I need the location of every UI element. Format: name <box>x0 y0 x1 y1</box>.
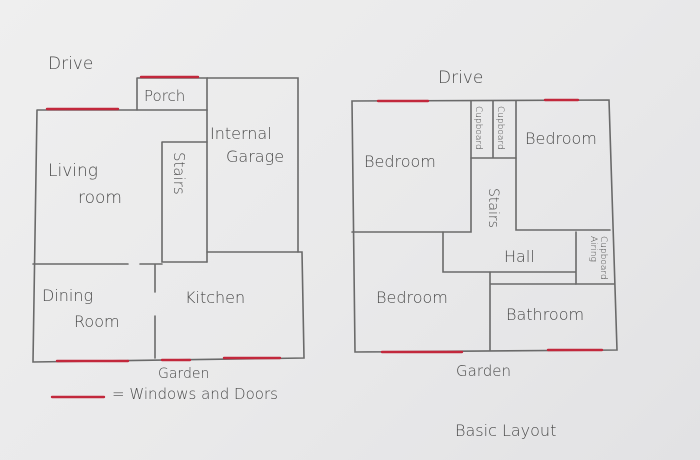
gf-living-label-1: Living <box>48 161 98 181</box>
ground-floor-plan: Drive Porch Internal Garage Stairs Livin… <box>32 54 305 382</box>
gf-garage-walls <box>206 77 299 263</box>
ff-cupboard-walls <box>470 100 517 159</box>
ff-bedroom-bottom-label: Bedroom <box>376 288 448 307</box>
legend: = Windows and Doors <box>50 385 278 403</box>
gf-kitchen-label: Kitchen <box>185 288 245 307</box>
ff-bedroom-left-walls <box>351 100 472 233</box>
gf-living-label-2: room <box>78 188 122 208</box>
gf-garage-label-1: Internal <box>210 124 272 143</box>
gf-inner-walls <box>32 263 163 359</box>
ff-airing-label-2: Cupboard <box>598 236 608 280</box>
ff-bedroom-left-label: Bedroom <box>364 152 436 171</box>
ff-bedroom-right-label: Bedroom <box>525 129 597 148</box>
ff-bathroom-walls <box>489 271 577 351</box>
gf-dining-label-2: Room <box>74 312 120 331</box>
ff-stairs-label: Stairs <box>485 188 501 228</box>
gf-garage-label-2: Garage <box>226 147 284 166</box>
gf-garden-label: Garden <box>158 366 209 382</box>
ff-cupboard-1-label: Cupboard <box>473 106 483 150</box>
ff-hall-label: Hall <box>504 247 535 266</box>
first-floor-plan: Drive Bedroom Cupboard Cupboard Bedroom … <box>351 68 618 380</box>
gf-stairs-walls <box>161 141 208 263</box>
ff-bedroom-right-walls <box>515 157 611 231</box>
basic-layout-caption: Basic Layout <box>455 421 556 440</box>
ff-cupboard-2-label: Cupboard <box>495 106 505 150</box>
gf-dining-label-1: Dining <box>42 286 93 305</box>
gf-porch-label: Porch <box>144 87 185 105</box>
gf-stairs-label: Stairs <box>170 152 188 195</box>
ff-garden-label: Garden <box>456 362 511 380</box>
ff-bathroom-label: Bathroom <box>506 305 584 324</box>
legend-label: = Windows and Doors <box>112 385 278 403</box>
gf-drive-label: Drive <box>48 54 93 74</box>
ff-drive-label: Drive <box>438 68 483 88</box>
ff-airing-label-1: Airing <box>588 236 598 262</box>
ff-outer-walls <box>351 99 618 353</box>
